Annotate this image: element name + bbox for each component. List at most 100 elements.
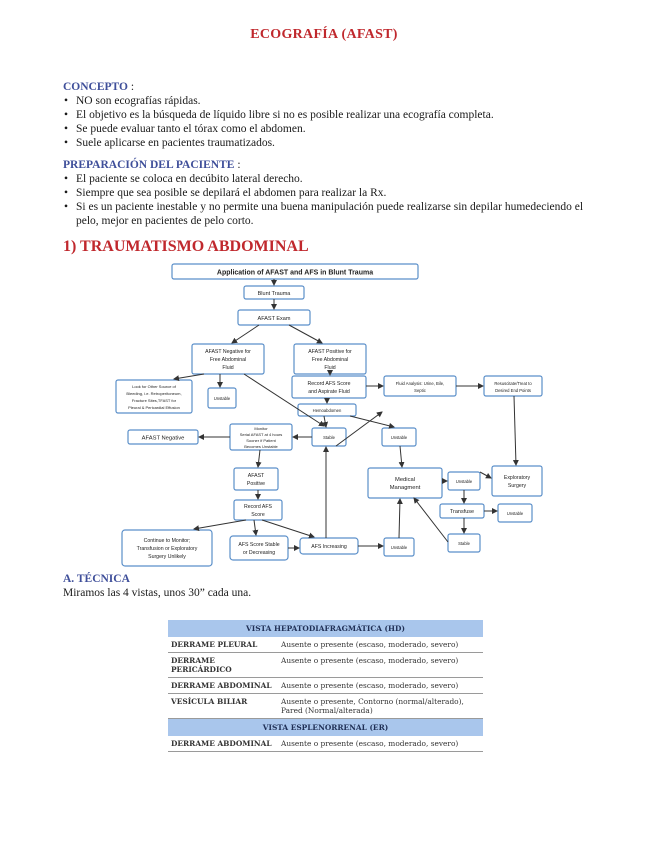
continue-line2: Transfusion or Exploratory bbox=[137, 546, 198, 552]
unstable-label: Unstable bbox=[507, 511, 524, 516]
fluid-analysis-box bbox=[383, 375, 457, 397]
table-header-row: VISTA ESPLENORRENAL (ER) bbox=[168, 718, 483, 736]
afast-positive-box bbox=[233, 467, 279, 491]
resuscitate-line2: Desired End Points bbox=[495, 388, 531, 393]
list-item: Se puede evaluar tanto el tórax como el … bbox=[63, 122, 603, 136]
continue-line1: Continue to Monitor; bbox=[144, 538, 191, 544]
preparacion-list: El paciente se coloca en decúbito latera… bbox=[63, 172, 603, 228]
neg-fluid-line2: Free Abdominal bbox=[210, 357, 246, 363]
afast-flowchart: Application of AFAST and AFS in Blunt Tr… bbox=[115, 263, 543, 567]
table-key: DERRAME ABDOMINAL bbox=[168, 736, 278, 752]
table-value: Ausente o presente (escaso, moderado, se… bbox=[278, 677, 483, 694]
unstable-box bbox=[381, 427, 417, 447]
ultrasound-views-table: VISTA HEPATODIAFRAGMÁTICA (HD) DERRAME P… bbox=[168, 620, 483, 752]
monitor-line3: Sooner if Patient bbox=[246, 438, 276, 443]
unstable-box bbox=[207, 387, 237, 409]
hemoabdomen-box bbox=[297, 403, 357, 417]
table-row: DERRAME PERICÁRDICO Ausente o presente (… bbox=[168, 652, 483, 678]
afs-increasing-label: AFS Increasing bbox=[311, 544, 347, 550]
look-other-source-box bbox=[115, 379, 193, 414]
table-key: DERRAME PERICÁRDICO bbox=[168, 652, 278, 678]
monitor-line4: Becomes Unstable bbox=[244, 444, 278, 449]
record-afs2-line1: Record AFS bbox=[244, 504, 273, 510]
table-value: Ausente o presente (escaso, moderado, se… bbox=[278, 736, 483, 752]
unstable-label: Unstable bbox=[391, 545, 408, 550]
table-header-er: VISTA ESPLENORRENAL (ER) bbox=[168, 718, 483, 736]
table-value: Ausente o presente (escaso, moderado, se… bbox=[278, 652, 483, 678]
neg-fluid-line3: Fluid bbox=[222, 365, 233, 371]
fluid-analysis-line1: Fluid Analysis: Urine, Bile, bbox=[396, 381, 444, 386]
table-row: VESÍCULA BILIAR Ausente o presente, Cont… bbox=[168, 693, 483, 719]
list-item: El objetivo es la búsqueda de líquido li… bbox=[63, 108, 603, 122]
monitor-line1: Monitor bbox=[254, 426, 268, 431]
unstable-box bbox=[497, 503, 533, 523]
look-other-line4: Pleural & Pericardial Effusion bbox=[128, 405, 180, 410]
flowchart-title-box bbox=[171, 263, 419, 280]
record-afs-line1: Record AFS Score bbox=[308, 381, 351, 387]
exploratory-surgery-box bbox=[491, 465, 543, 497]
transfuse-label: Transfuse bbox=[450, 509, 474, 515]
medical-management-box bbox=[367, 467, 443, 499]
list-item: NO son ecografías rápidas. bbox=[63, 94, 603, 108]
afast-positive-line1: AFAST bbox=[248, 473, 265, 479]
table-row: DERRAME PLEURAL Ausente o presente (esca… bbox=[168, 637, 483, 653]
preparacion-heading: PREPARACIÓN DEL PACIENTE bbox=[63, 159, 235, 171]
record-afs-score-box bbox=[233, 499, 283, 521]
blunt-trauma-label: Blunt Trauma bbox=[258, 291, 292, 297]
pos-fluid-line2: Free Abdominal bbox=[312, 357, 348, 363]
medical-line1: Medical bbox=[395, 477, 415, 483]
page-title: ECOGRAFÍA (AFAST) bbox=[250, 27, 398, 42]
hemoabdomen-label: Hemoabdomen bbox=[313, 408, 342, 413]
flowchart-title: Application of AFAST and AFS in Blunt Tr… bbox=[217, 270, 373, 277]
unstable-label: Unstable bbox=[214, 396, 231, 401]
afast-positive-line2: Positive bbox=[247, 481, 265, 487]
afast-negative-fluid-box bbox=[191, 343, 265, 375]
resuscitate-line1: Resuscitate/Treat to bbox=[494, 381, 532, 386]
table-key: DERRAME ABDOMINAL bbox=[168, 677, 278, 694]
afast-exam-label: AFAST Exam bbox=[258, 316, 291, 322]
section-heading-traumatismo: 1) TRAUMATISMO ABDOMINAL bbox=[63, 238, 309, 255]
record-afs2-line2: Score bbox=[251, 512, 265, 518]
look-other-line2: Bleeding, i.e. Retroperitoneum, bbox=[126, 391, 181, 396]
continue-line3: Surgery Unlikely bbox=[148, 554, 186, 560]
exploratory-line2: Surgery bbox=[508, 483, 527, 489]
stable-label: Stable bbox=[458, 541, 471, 546]
fluid-analysis-line2: Septic bbox=[414, 388, 426, 393]
afast-negative-label: AFAST Negative bbox=[142, 436, 185, 442]
stable-box bbox=[447, 533, 481, 553]
table-key: VESÍCULA BILIAR bbox=[168, 693, 278, 719]
table-value: Ausente o presente (escaso, moderado, se… bbox=[278, 637, 483, 653]
preparacion-section: PREPARACIÓN DEL PACIENTE : El paciente s… bbox=[63, 158, 603, 228]
pos-fluid-line3: Fluid bbox=[324, 365, 335, 371]
resuscitate-box bbox=[483, 375, 543, 397]
medical-line2: Managment bbox=[390, 485, 421, 491]
table-header-hd: VISTA HEPATODIAFRAGMÁTICA (HD) bbox=[168, 620, 483, 637]
monitor-line2: Serial AFAST at 4 hours bbox=[240, 432, 283, 437]
pos-fluid-line1: AFAST Positive for bbox=[308, 349, 352, 355]
concepto-heading: CONCEPTO bbox=[63, 81, 128, 93]
table-row: DERRAME ABDOMINAL Ausente o presente (es… bbox=[168, 736, 483, 752]
tecnica-heading: A. TÉCNICA bbox=[63, 573, 130, 585]
record-afs-line2: and Aspirate Fluid bbox=[308, 389, 350, 395]
concepto-list: NO son ecografías rápidas. El objetivo e… bbox=[63, 94, 603, 150]
tecnica-text: Miramos las 4 vistas, unos 30” cada una. bbox=[63, 587, 252, 599]
table-key: DERRAME PLEURAL bbox=[168, 637, 278, 653]
afs-stable-line1: AFS Score Stable bbox=[238, 542, 279, 548]
look-other-line3: Fracture Sites,TFAST for bbox=[132, 398, 177, 403]
neg-fluid-line1: AFAST Negative for bbox=[205, 349, 251, 355]
concepto-section: CONCEPTO : NO son ecografías rápidas. El… bbox=[63, 80, 603, 150]
stable-label: Stable bbox=[323, 435, 336, 440]
tecnica-section: A. TÉCNICA Miramos las 4 vistas, unos 30… bbox=[63, 573, 251, 599]
table-row: DERRAME ABDOMINAL Ausente o presente (es… bbox=[168, 677, 483, 694]
unstable-label: Unstable bbox=[456, 479, 473, 484]
list-item: Suele aplicarse en pacientes traumatizad… bbox=[63, 136, 603, 150]
exploratory-line1: Exploratory bbox=[504, 475, 531, 481]
table-value: Ausente o presente, Contorno (normal/alt… bbox=[278, 693, 483, 719]
afs-stable-box bbox=[229, 535, 289, 561]
afast-exam-box bbox=[237, 309, 311, 326]
unstable-label: Unstable bbox=[391, 435, 408, 440]
afs-stable-line2: or Decreasing bbox=[243, 550, 275, 556]
list-item: Si es un paciente inestable y no permite… bbox=[63, 200, 603, 228]
list-item: Siempre que sea posible se depilará el a… bbox=[63, 186, 603, 200]
table-header-row: VISTA HEPATODIAFRAGMÁTICA (HD) bbox=[168, 620, 483, 637]
